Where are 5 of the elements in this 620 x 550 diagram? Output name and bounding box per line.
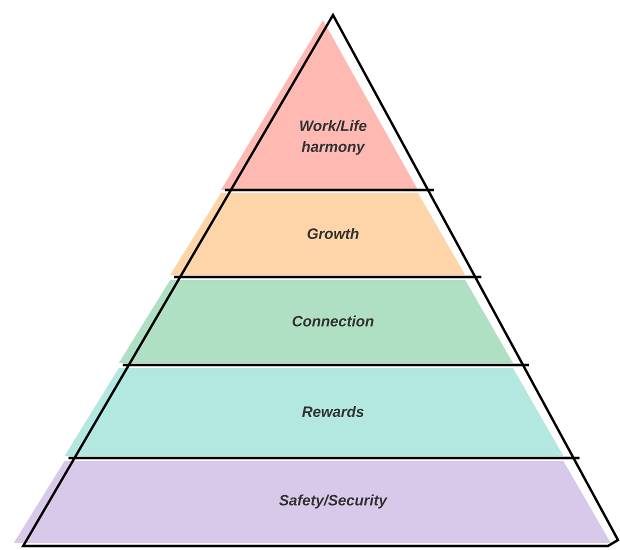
pyramid-level: Rewards (64, 368, 564, 456)
pyramid-level: Work/Life harmony (220, 20, 418, 190)
pyramid-level: Connection (118, 280, 513, 363)
pyramid-level: Growth (170, 193, 466, 275)
pyramid-level: Safety/Security (14, 461, 611, 543)
